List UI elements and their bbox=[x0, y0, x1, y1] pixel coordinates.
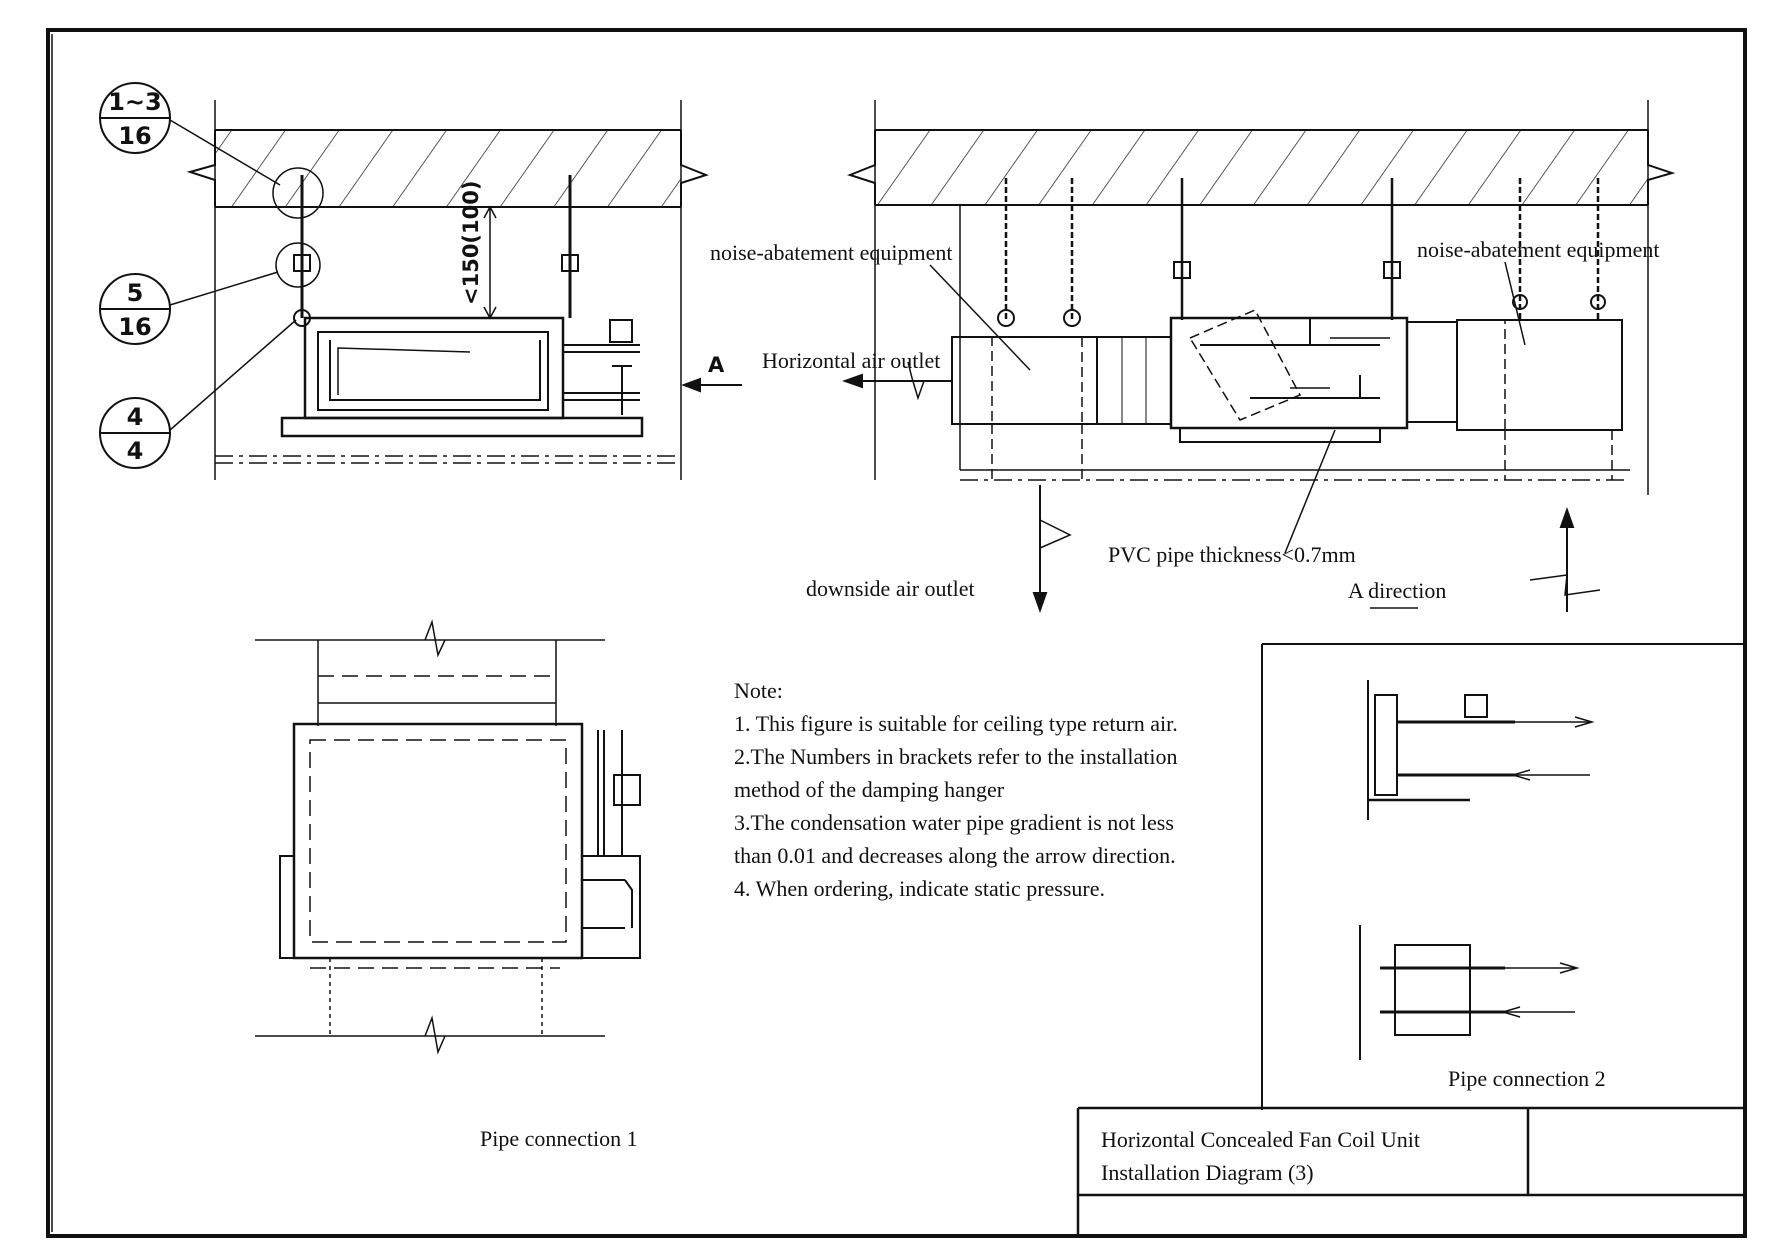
label-downside-air-outlet: downside air outlet bbox=[806, 576, 975, 601]
pipe-connection-2-panel bbox=[1261, 643, 1745, 1110]
left-elevation-view bbox=[169, 100, 709, 480]
note-line-5: than 0.01 and decreases along the arrow … bbox=[734, 843, 1176, 868]
outer-border bbox=[46, 28, 1747, 1238]
label-a-direction: A direction bbox=[1348, 578, 1447, 603]
bubble-1-bottom: 16 bbox=[118, 122, 151, 150]
dimension-label: <150(100) bbox=[459, 181, 483, 305]
callout-bubbles: 1~3 16 5 16 4 4 bbox=[99, 82, 171, 469]
note-line-6: 4. When ordering, indicate static pressu… bbox=[734, 876, 1106, 901]
bubble-2: 5 16 bbox=[99, 273, 171, 345]
right-side-view bbox=[841, 100, 1676, 614]
label-pipe-connection-2: Pipe connection 2 bbox=[1448, 1066, 1606, 1091]
label-pvc-pipe: PVC pipe thickness<0.7mm bbox=[1108, 542, 1356, 567]
bubble-2-top: 5 bbox=[127, 279, 144, 307]
label-noise-abatement-left: noise-abatement equipment bbox=[710, 240, 953, 265]
bubble-3: 4 4 bbox=[99, 397, 171, 469]
view-marker-a: A bbox=[708, 353, 725, 377]
label-horizontal-air-outlet: Horizontal air outlet bbox=[762, 348, 941, 373]
view-arrow-a bbox=[681, 377, 742, 393]
title-block bbox=[1076, 1106, 1745, 1236]
note-line-3: method of the damping hanger bbox=[734, 777, 1005, 802]
bubble-1-top: 1~3 bbox=[108, 88, 162, 116]
label-pipe-connection-1: Pipe connection 1 bbox=[480, 1126, 638, 1151]
notes-heading: Note: bbox=[734, 678, 783, 703]
bubble-3-top: 4 bbox=[127, 403, 144, 431]
label-noise-abatement-right: noise-abatement equipment bbox=[1417, 237, 1660, 262]
title-block-line-1: Horizontal Concealed Fan Coil Unit bbox=[1101, 1127, 1420, 1152]
title-block-line-2: Installation Diagram (3) bbox=[1101, 1160, 1314, 1185]
bubble-1: 1~3 16 bbox=[99, 82, 171, 154]
note-line-4: 3.The condensation water pipe gradient i… bbox=[734, 810, 1174, 835]
bubble-2-bottom: 16 bbox=[118, 313, 151, 341]
bubble-3-bottom: 4 bbox=[127, 437, 144, 465]
note-line-2: 2.The Numbers in brackets refer to the i… bbox=[734, 744, 1178, 769]
note-line-1: 1. This figure is suitable for ceiling t… bbox=[734, 711, 1178, 736]
plan-view-pipe-connection-1 bbox=[255, 619, 641, 1055]
